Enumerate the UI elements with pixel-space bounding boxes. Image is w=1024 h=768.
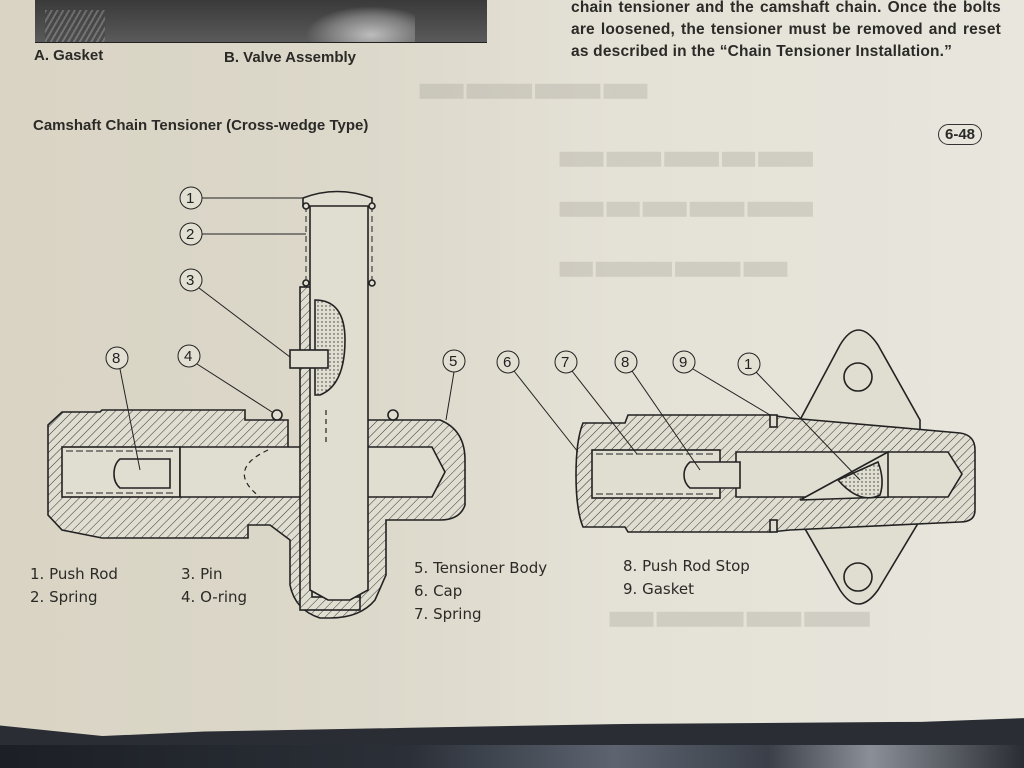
legend-column-1: 1. Push Rod 2. Spring <box>30 563 118 609</box>
callout-left-4 <box>177 344 273 413</box>
legend-column-3: 5. Tensioner Body 6. Cap 7. Spring <box>414 557 547 626</box>
legend-item: 1. Push Rod <box>30 565 118 583</box>
legend-item: 3. Pin <box>181 565 223 583</box>
right-gasket <box>769 414 778 428</box>
callout-label: 4 <box>184 348 192 365</box>
photo-highlight <box>305 6 415 42</box>
legend-item: 8. Push Rod Stop <box>623 557 750 575</box>
callout-label: 7 <box>561 354 569 371</box>
pin <box>289 349 329 369</box>
left-cross-section <box>47 190 466 619</box>
callout-right-8 <box>614 350 701 471</box>
o-ring-right <box>387 409 399 421</box>
callout-left-2 <box>179 222 306 246</box>
callout-label: 8 <box>112 350 120 367</box>
legend-item: 6. Cap <box>414 582 463 600</box>
callout-label: 5 <box>449 353 457 370</box>
background-surface <box>0 745 1024 768</box>
body-paragraph: chain tensioner and the camshaft chain. … <box>571 0 1001 60</box>
callout-right-6 <box>496 350 579 453</box>
callout-left-8 <box>105 346 141 471</box>
legend-item: 9. Gasket <box>623 580 694 598</box>
callout-label: 1 <box>744 356 752 373</box>
legend-column-2: 3. Pin 4. O-ring <box>181 563 247 609</box>
flange-bolt-hole-top <box>843 362 873 392</box>
callout-label: 2 <box>186 226 194 243</box>
callout-right-9 <box>672 350 771 416</box>
photo-caption-a: A. Gasket <box>34 47 104 64</box>
callout-label: 9 <box>679 354 687 371</box>
manual-page: ▇▇▇▇ ▇▇▇▇▇▇ ▇▇▇▇▇▇ ▇▇▇▇ ▇▇▇▇▇ ▇▇▇ ▇▇▇▇▇ … <box>0 0 1024 737</box>
right-plug <box>361 446 446 498</box>
legend-column-4: 8. Push Rod Stop 9. Gasket <box>623 555 750 601</box>
push-rod-head <box>302 190 373 207</box>
tensioner-diagrams: 1 2 3 8 4 5 6 7 8 9 1 <box>47 186 976 619</box>
push-rod-vertical <box>309 199 369 601</box>
figure-number-badge: 6-48 <box>938 124 983 145</box>
photo-detail <box>45 10 105 42</box>
callout-right-1 <box>737 352 861 481</box>
right-cross-section <box>575 329 976 605</box>
callout-right-7 <box>554 350 638 455</box>
legend-item: 2. Spring <box>30 588 98 606</box>
legend-item: 5. Tensioner Body <box>414 559 548 577</box>
callout-left-1 <box>179 186 303 210</box>
hidden-wedge <box>243 449 269 498</box>
callout-label: 8 <box>621 354 629 371</box>
legend-item: 7. Spring <box>414 605 482 623</box>
right-push-rod-stop <box>683 461 741 489</box>
engine-photo <box>35 0 487 43</box>
right-gasket-bottom <box>769 519 778 533</box>
o-ring-left <box>271 409 283 421</box>
wedge-dotted <box>314 299 346 396</box>
legend-item: 4. O-ring <box>181 588 248 606</box>
callout-label: 1 <box>186 190 194 207</box>
figure-title: Camshaft Chain Tensioner (Cross-wedge Ty… <box>33 117 369 134</box>
flange-bolt-hole-bottom <box>843 562 873 592</box>
callout-label: 3 <box>186 272 194 289</box>
callout-left-5 <box>442 349 466 421</box>
callout-left-3 <box>179 268 291 358</box>
callout-label: 6 <box>503 354 511 371</box>
photo-caption-b: B. Valve Assembly <box>224 49 357 66</box>
push-rod-stop <box>113 458 171 489</box>
